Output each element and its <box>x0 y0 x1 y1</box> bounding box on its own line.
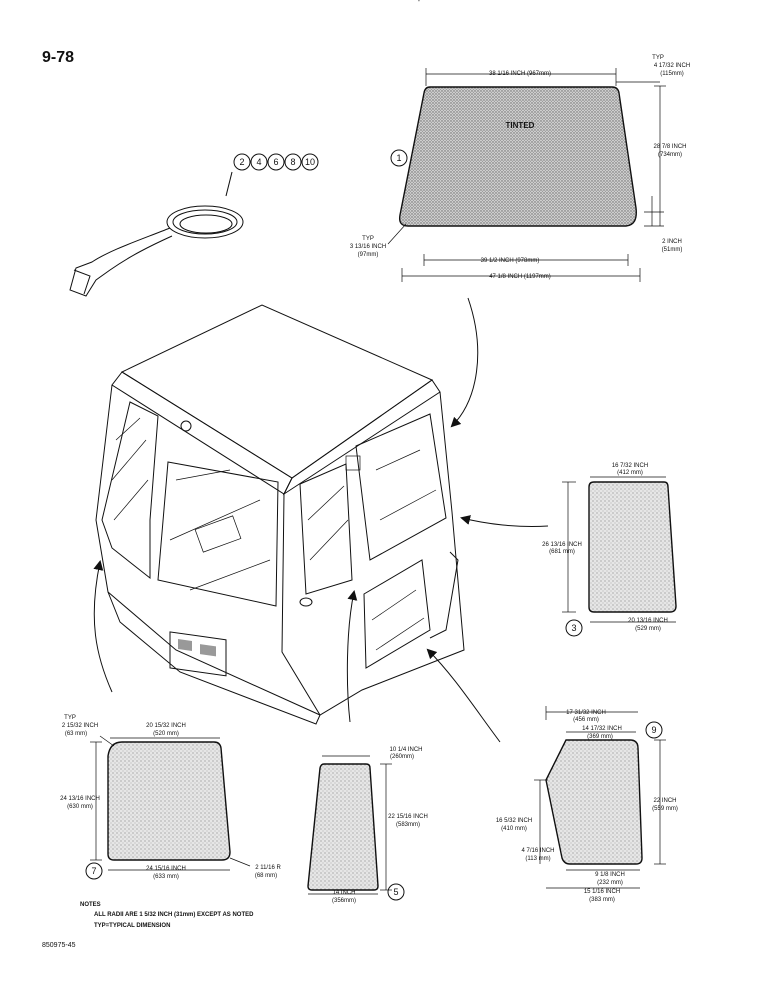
seal-callout-8: 8 <box>290 157 295 167</box>
panel-3: 16 7/32 INCH (412 mm) 26 13/16 INCH (681… <box>542 463 677 637</box>
top-mark: ' <box>418 0 420 9</box>
panel-3-bottom-mm: (529 mm) <box>635 626 661 632</box>
callout-circle <box>250 153 268 171</box>
windshield-tinted-label: TINTED <box>506 121 535 130</box>
panel-5-top: 10 1/4 INCH <box>389 747 422 753</box>
panel-9-bottom-inner: 9 1/8 INCH <box>595 872 625 878</box>
panel-3-top-mm: (412 mm) <box>617 470 643 476</box>
seal-callout-10: 10 <box>305 157 315 167</box>
windshield-radius: 3 13/16 INCH <box>350 244 386 250</box>
windshield-bottom-corner-mm: (51mm) <box>662 247 683 253</box>
panel-9-glass <box>545 739 643 865</box>
windshield-overall-width: 47 1/8 INCH (1197mm) <box>489 274 551 280</box>
panel-5-bottom: 14 INCH <box>332 890 355 896</box>
panel-7-top-mm: (520 mm) <box>153 731 179 737</box>
panel-3-top: 16 7/32 INCH <box>612 463 648 469</box>
seal-callout-4: 4 <box>256 157 261 167</box>
windshield-panel: TINTED <box>398 86 637 227</box>
panel-9-callout: 9 <box>651 725 656 735</box>
panel-9-overall-top-mm: (456 mm) <box>573 717 599 723</box>
panel-5-height-mm: (583mm) <box>396 822 420 828</box>
callout-circle <box>301 153 319 171</box>
panel-7-height: 24 13/16 INCH <box>60 796 100 802</box>
panel-9-bottom: 15 1/16 INCH <box>584 889 620 895</box>
windshield-radius-typ: TYP <box>362 236 374 242</box>
panel-3-height: 26 13/16 INCH <box>542 542 582 548</box>
panel-9: 17 31/32 INCH (456 mm) 14 17/32 INCH (36… <box>496 706 678 903</box>
panel-7-glass <box>107 741 231 861</box>
panel-5-height: 22 15/16 INCH <box>388 814 428 820</box>
windshield-corner-inset: 4 17/32 INCH <box>654 63 690 69</box>
cab-roof <box>120 304 434 479</box>
panel-5-bottom-mm: (356mm) <box>332 898 356 904</box>
panel-5-glass <box>307 763 379 891</box>
panel-7-bottom-mm: (633 mm) <box>153 874 179 880</box>
windshield-glass <box>398 86 637 227</box>
callout-circle <box>233 153 251 171</box>
windshield-typ-label: TYP <box>652 55 664 61</box>
windshield-dimensions: 38 1/16 INCH (967mm) TYP 4 17/32 INCH (1… <box>350 55 690 282</box>
panel-7-bottom: 24 15/16 INCH <box>146 866 186 872</box>
panel-3-height-mm: (681 mm) <box>549 549 575 555</box>
windshield-top-width: 38 1/16 INCH (967mm) <box>489 71 551 77</box>
panel-7-typ-label: TYP <box>64 715 76 721</box>
windshield-bottom-corner: 2 INCH <box>662 239 682 245</box>
panel-7-callout: 7 <box>91 866 96 876</box>
panel-9-top: 14 17/32 INCH <box>582 726 622 732</box>
panel-9-top-mm: (369 mm) <box>587 734 613 740</box>
panel-9-left-height-mm: (410 mm) <box>501 826 527 832</box>
panel-5: 10 1/4 INCH (260mm) 22 15/16 INCH (583mm… <box>307 747 428 904</box>
notes-block: NOTES ALL RADII ARE 1 5/32 INCH (31mm) E… <box>80 902 254 929</box>
windshield-height-mm: (734mm) <box>658 152 682 158</box>
callout-circle <box>645 721 663 739</box>
page-number: 9-78 <box>42 49 74 66</box>
panel-5-callout: 5 <box>393 887 398 897</box>
windshield-corner-inset-mm: (115mm) <box>660 71 684 77</box>
callout-circle <box>565 619 583 637</box>
panel-9-chamfer-mm: (113 mm) <box>525 856 550 862</box>
panel-9-chamfer: 4 7/16 INCH <box>521 848 554 854</box>
windshield-callout: 1 <box>396 153 401 163</box>
windshield-radius-mm: (97mm) <box>358 252 379 258</box>
seal-callout-6: 6 <box>273 157 278 167</box>
panel-3-bottom: 20 13/16 INCH <box>628 618 668 624</box>
panel-9-bottom-mm: (383 mm) <box>589 897 615 903</box>
panel-9-height-mm: (559 mm) <box>652 806 678 812</box>
notes-line-2: TYP=TYPICAL DIMENSION <box>94 923 170 929</box>
panel-7: TYP 2 15/32 INCH (63 mm) 20 15/32 INCH (… <box>60 715 281 880</box>
roof-light-icon <box>180 420 192 432</box>
windshield-height: 28 7/8 INCH <box>653 144 686 150</box>
panel-9-bottom-inner-mm: (232 mm) <box>597 880 623 886</box>
callout-circle <box>85 862 103 880</box>
callout-circle <box>284 153 302 171</box>
panel-9-height: 22 INCH <box>653 798 676 804</box>
panel-9-overall-top: 17 31/32 INCH <box>566 710 606 716</box>
panel-7-radius-mm: (68 mm) <box>255 873 277 879</box>
windshield-bottom-inner: 39 1/2 INCH (978mm) <box>481 258 540 264</box>
location-arrows <box>93 297 549 743</box>
panel-7-corner-mm: (63 mm) <box>65 731 87 737</box>
callout-circle <box>267 153 285 171</box>
callout-circle <box>390 149 408 167</box>
figure-number: 850975-45 <box>42 942 76 949</box>
panel-7-corner: 2 15/32 INCH <box>62 723 98 729</box>
seal-callouts: 2 4 6 8 10 <box>233 153 319 171</box>
panel-7-radius: 2 11/16 R <box>255 865 281 871</box>
panel-3-callout: 3 <box>571 623 576 633</box>
panel-5-top-mm: (260mm) <box>390 754 414 760</box>
callout-circle <box>387 883 405 901</box>
panel-3-glass <box>588 481 677 613</box>
seal-strip-illustration <box>69 171 244 297</box>
cab-assembly <box>95 304 465 725</box>
panel-7-top: 20 15/32 INCH <box>146 723 186 729</box>
notes-heading: NOTES <box>80 902 101 908</box>
seal-callout-2: 2 <box>239 157 244 167</box>
panel-7-height-mm: (630 mm) <box>67 804 93 810</box>
notes-line-1: ALL RADII ARE 1 5/32 INCH (31mm) EXCEPT … <box>94 912 254 918</box>
panel-9-left-height: 16 5/32 INCH <box>496 818 532 824</box>
